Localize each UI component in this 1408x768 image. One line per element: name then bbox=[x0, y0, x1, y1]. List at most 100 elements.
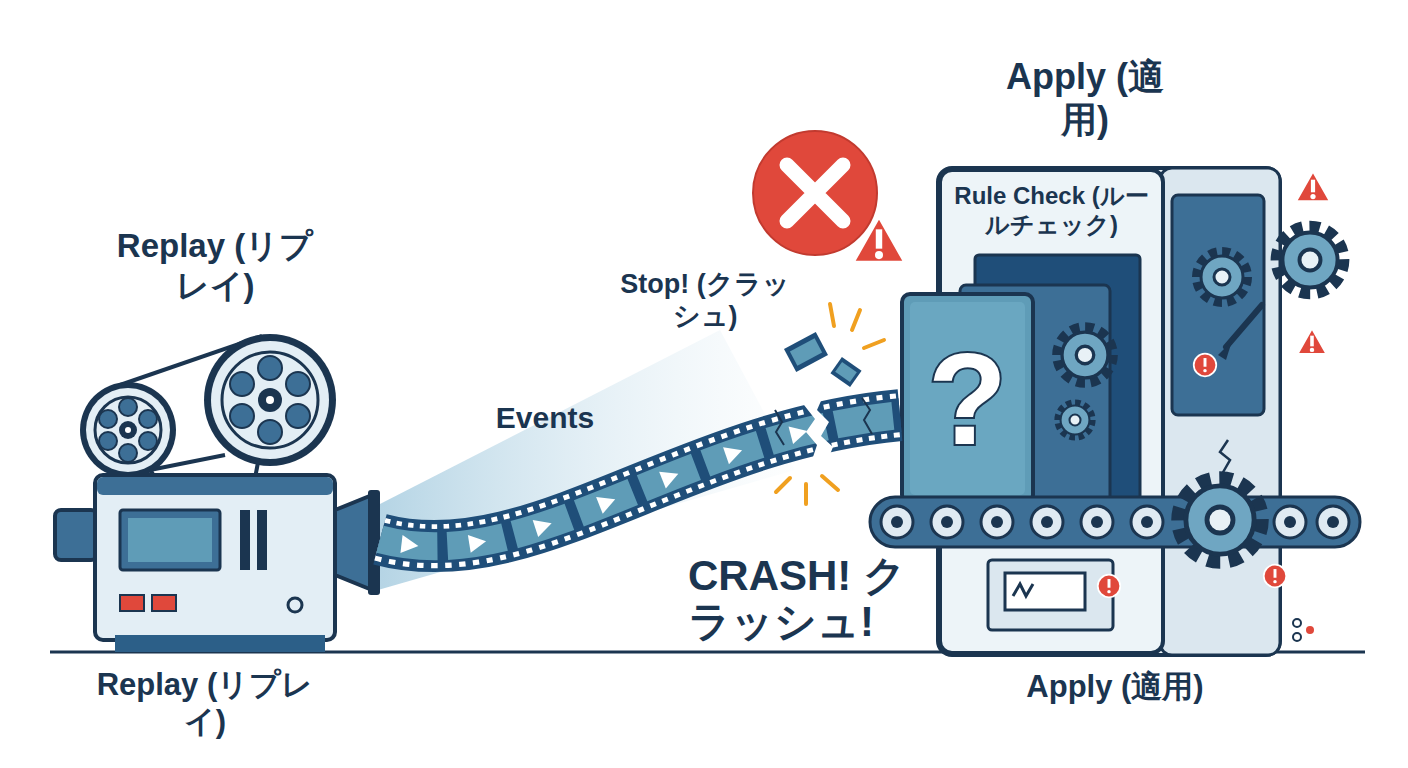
play-frame-mark bbox=[789, 422, 810, 444]
film-break-part-part bbox=[835, 362, 857, 382]
annotation-label: CRASH! クラッシュ! bbox=[688, 553, 938, 645]
projector-outline-part-part bbox=[230, 356, 310, 444]
projector-node: Replay (リプレイ)Replay (リプレイ) bbox=[50, 330, 380, 652]
projector-outline-part-part-part bbox=[258, 420, 282, 444]
film-break-part-part bbox=[784, 332, 828, 372]
film-layer bbox=[380, 415, 900, 546]
film-break-part bbox=[862, 398, 872, 434]
projector-outline-part-part bbox=[80, 382, 176, 478]
conveyor-belt-part-part bbox=[981, 506, 1013, 538]
annotation-label: Stop! (クラッシュ) bbox=[610, 268, 800, 333]
play-frame-mark bbox=[533, 515, 555, 537]
projector-outline-part-part-part bbox=[99, 410, 117, 428]
conveyor-belt-part-part bbox=[1141, 516, 1153, 528]
edge-label: Events bbox=[455, 400, 635, 436]
machine-outline-part bbox=[1293, 619, 1301, 627]
projector-outline-part bbox=[80, 382, 176, 478]
rule-check-cabinet-part bbox=[1013, 584, 1033, 596]
projector-outline-part-part-part bbox=[230, 372, 254, 396]
film-strip-connector bbox=[380, 415, 900, 555]
conveyor-belt-part-part bbox=[1131, 506, 1163, 538]
sparks-part bbox=[830, 304, 834, 326]
question-door-node: ? bbox=[900, 292, 1035, 505]
sparks-part bbox=[852, 310, 860, 330]
projector-outline-part-part bbox=[95, 397, 161, 463]
film-break-part-part bbox=[830, 357, 861, 387]
sparks-part bbox=[864, 340, 884, 348]
conveyor-belt-part-part bbox=[991, 516, 1003, 528]
projector-outline-part-part-part bbox=[99, 432, 117, 450]
apply-machine: Apply (適用)Apply (適用) Rule Check (ルールチェック… bbox=[870, 165, 1360, 655]
film-break-part bbox=[784, 332, 828, 372]
machine-outline-part bbox=[1295, 170, 1331, 202]
projector-outline-part bbox=[115, 635, 325, 652]
rule-check-cabinet-part bbox=[1005, 573, 1085, 610]
play-frame-mark bbox=[659, 465, 681, 488]
film-layer bbox=[380, 415, 900, 546]
rule-check-cabinet-part bbox=[988, 560, 1113, 630]
machine-outline-part bbox=[1172, 195, 1264, 415]
rule-check-cabinet-part bbox=[1098, 575, 1121, 598]
film-break-part bbox=[804, 392, 833, 462]
conveyor-belt-part bbox=[891, 516, 1339, 528]
projector-outline-part-part bbox=[258, 388, 282, 412]
conveyor-belt-part-part bbox=[1091, 516, 1103, 528]
machine-outline-part bbox=[1226, 305, 1262, 347]
machine-outline-part bbox=[1160, 168, 1280, 655]
machine-outline-part bbox=[1293, 633, 1301, 641]
play-frame-mark bbox=[723, 442, 745, 465]
projector-outline-part-part bbox=[211, 341, 329, 459]
projector-outline-part bbox=[335, 495, 372, 590]
projector-outline-part-part bbox=[119, 421, 137, 439]
projector-outline-part-part-part bbox=[286, 372, 310, 396]
error-icon bbox=[753, 131, 906, 263]
projector-outline-part bbox=[152, 595, 176, 611]
conveyor-belt-part-part bbox=[1274, 506, 1306, 538]
node-text: ? bbox=[900, 292, 1035, 505]
play-frame-mark bbox=[596, 491, 618, 514]
projector-outline-part-part-part bbox=[258, 356, 282, 380]
error-icon-part bbox=[753, 131, 877, 255]
sparks-part bbox=[822, 476, 838, 490]
projector-outline-part-part-part bbox=[139, 432, 157, 450]
film-break-part bbox=[830, 357, 861, 387]
projector-outline-part bbox=[288, 598, 302, 612]
sparks-part bbox=[776, 478, 790, 492]
projector-outline-part-part-part bbox=[286, 404, 310, 428]
projector-outline-part bbox=[128, 518, 212, 562]
node-text: Apply (適用) bbox=[1025, 668, 1205, 705]
projector-outline-part-part bbox=[266, 396, 274, 404]
projector-outline-part bbox=[368, 490, 380, 595]
conveyor-belt-part-part bbox=[1327, 516, 1339, 528]
projector-outline-part bbox=[257, 510, 267, 570]
machine-outline-part bbox=[1297, 328, 1327, 355]
conveyor-belt-part-part bbox=[891, 516, 903, 528]
film-break bbox=[775, 332, 872, 462]
node-text: Replay (リプレイ) bbox=[95, 666, 315, 740]
broken-gear bbox=[1181, 440, 1259, 559]
conveyor-belt-part-part bbox=[931, 506, 963, 538]
projector-outline-part bbox=[120, 510, 220, 570]
sparks bbox=[776, 304, 884, 504]
conveyor-belt-part bbox=[881, 506, 1349, 538]
projector-outline-part-part-part bbox=[139, 410, 157, 428]
machine-outline-part bbox=[1218, 341, 1232, 360]
projector-outline-part-part-part bbox=[119, 444, 137, 462]
projector-outline-part-part bbox=[222, 352, 318, 448]
projector-outline-part bbox=[240, 510, 250, 570]
projector-outline-part bbox=[204, 334, 336, 466]
machine-outline-part bbox=[1306, 626, 1314, 634]
conveyor-belt-part-part bbox=[1041, 516, 1053, 528]
conveyor-belt-part-part bbox=[881, 506, 913, 538]
film-layer bbox=[380, 415, 900, 546]
broken-gear-part bbox=[1181, 481, 1259, 559]
conveyor-belt-part-part bbox=[1031, 506, 1063, 538]
rule-check-cabinet-part bbox=[1059, 329, 1112, 382]
conveyor-belt-part-part bbox=[941, 516, 953, 528]
play-frame-mark bbox=[468, 532, 488, 552]
node-text: Rule Check (ルールチェック) bbox=[942, 182, 1161, 240]
